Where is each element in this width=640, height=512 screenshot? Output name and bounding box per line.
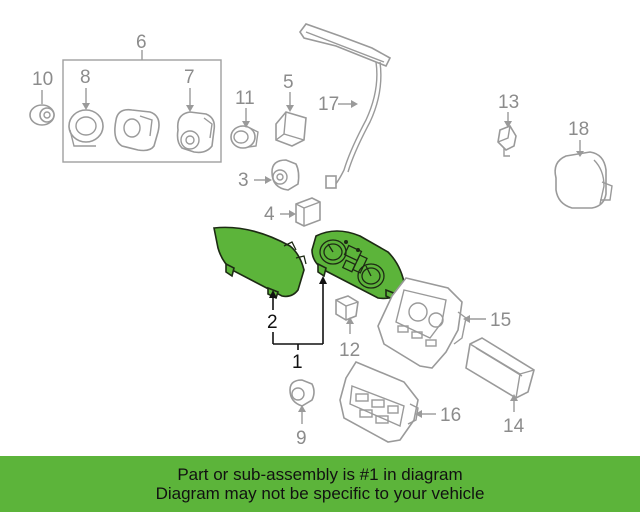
banner-line-2: Diagram may not be specific to your vehi… <box>155 484 485 503</box>
callout-12: 12 <box>339 340 360 361</box>
part-4-switch[interactable] <box>280 197 321 227</box>
info-banner: Part or sub-assembly is #1 in diagram Di… <box>0 456 640 512</box>
callout-11: 11 <box>235 88 255 109</box>
callout-1: 1 <box>292 352 303 373</box>
part-14-module[interactable] <box>465 337 535 412</box>
callout-9: 9 <box>296 428 307 449</box>
callout-8: 8 <box>80 67 91 88</box>
parts-diagram: 6 10 8 7 11 <box>29 23 613 449</box>
part-2-cluster-lens[interactable] <box>213 226 307 300</box>
callout-3: 3 <box>238 170 249 191</box>
callout-18: 18 <box>568 119 589 140</box>
callout-14: 14 <box>503 416 525 437</box>
part-10-knob[interactable] <box>29 90 55 126</box>
part-16-climate-control[interactable] <box>339 361 436 443</box>
callout-17: 17 <box>318 94 339 115</box>
part-5-switch[interactable] <box>275 92 307 147</box>
part-11-switch[interactable] <box>230 108 259 149</box>
group-6-box <box>62 50 222 163</box>
part-18-cover[interactable] <box>554 140 613 209</box>
banner-line-1: Part or sub-assembly is #1 in diagram <box>177 465 463 484</box>
part-15-radio-panel[interactable] <box>377 277 486 369</box>
callout-16: 16 <box>440 405 461 426</box>
part-3-switch[interactable] <box>254 159 300 191</box>
leader-1-2 <box>269 276 327 350</box>
callout-4: 4 <box>264 204 275 225</box>
part-17-cable[interactable] <box>299 23 392 189</box>
callout-5: 5 <box>283 72 294 93</box>
callout-13: 13 <box>498 92 519 113</box>
callout-2: 2 <box>267 312 278 333</box>
lock-cylinder-housing[interactable] <box>114 108 160 152</box>
part-1-instrument-cluster[interactable] <box>311 230 405 302</box>
callout-6: 6 <box>136 32 147 53</box>
part-12-switch[interactable] <box>335 295 359 334</box>
part-9-knob[interactable] <box>289 379 315 424</box>
part-8-ignition-ring[interactable] <box>68 88 104 147</box>
part-7-lock-cylinder[interactable] <box>176 88 216 154</box>
callout-15: 15 <box>490 310 511 331</box>
callout-10: 10 <box>32 69 53 90</box>
callout-7: 7 <box>184 67 195 88</box>
part-13-clip[interactable] <box>497 112 517 157</box>
